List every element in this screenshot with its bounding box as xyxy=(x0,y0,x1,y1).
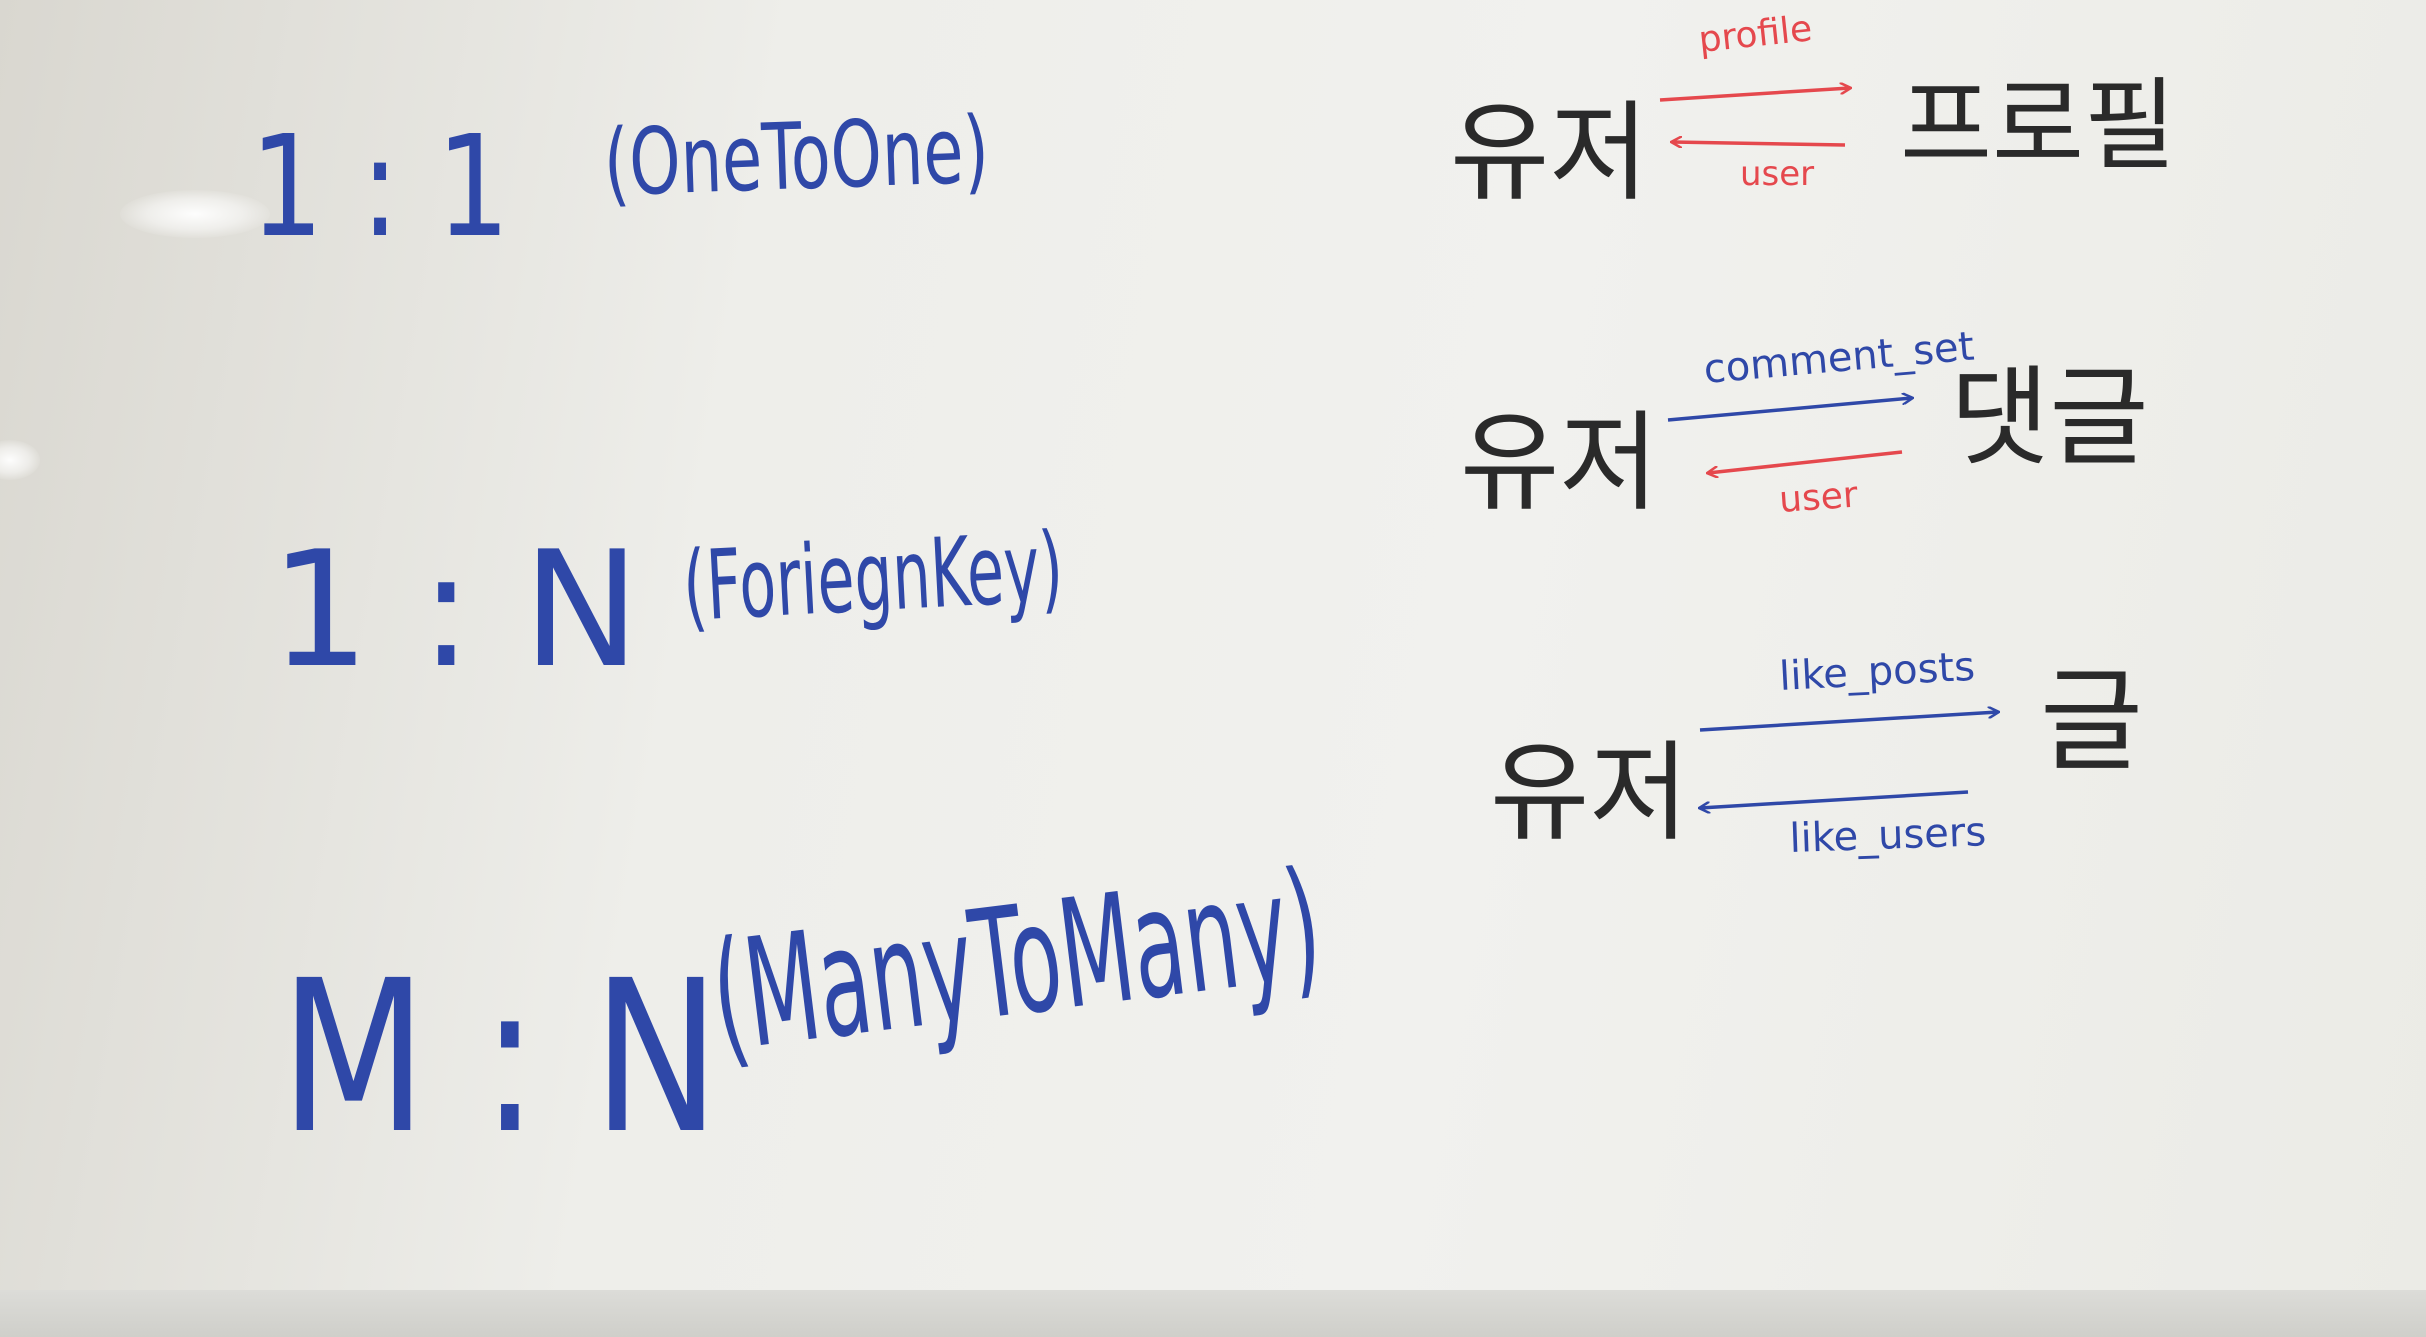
forward-label: profile xyxy=(1697,8,1814,61)
relation-kind: (ManyToMany) xyxy=(703,839,1330,1086)
backward-label: user xyxy=(1740,154,1814,194)
right-entity: 댓글 xyxy=(1950,356,2149,481)
relation-kind: (ForiegnKey) xyxy=(680,511,1065,643)
ratio-label: 1 : 1 xyxy=(250,106,510,269)
relation-many-to-many: M : N (ManyToMany) 유저 like_posts like_us… xyxy=(280,644,2143,1180)
backward-label: user xyxy=(1778,475,1859,521)
forward-arrow xyxy=(1659,88,1850,102)
right-entity: 프로필 xyxy=(1900,67,2176,184)
right-entity: 글 xyxy=(2040,657,2143,787)
backward-label: like_users xyxy=(1789,809,1987,862)
relation-one-to-many: 1 : N (ForiegnKey) 유저 comment_set user 댓… xyxy=(270,324,2149,703)
forward-arrow xyxy=(1699,712,1998,732)
left-entity: 유저 xyxy=(1490,731,1689,856)
light-glare-left xyxy=(120,190,270,238)
forward-label: like_posts xyxy=(1778,644,1976,700)
backward-arrow xyxy=(1708,450,1903,473)
relation-kind: (OneToOne) xyxy=(602,97,990,217)
left-entity: 유저 xyxy=(1460,401,1659,526)
forward-label: comment_set xyxy=(1702,324,1976,393)
ratio-label: M : N xyxy=(280,935,720,1180)
backward-arrow xyxy=(1700,790,1969,808)
whiteboard-tray xyxy=(0,1290,2426,1337)
ratio-label: 1 : N xyxy=(270,516,640,703)
left-entity: 유저 xyxy=(1450,91,1649,216)
forward-arrow xyxy=(1667,398,1912,422)
backward-arrow xyxy=(1672,142,1846,145)
relation-one-to-one: 1 : 1 (OneToOne) 유저 profile user 프로필 xyxy=(250,8,2176,269)
